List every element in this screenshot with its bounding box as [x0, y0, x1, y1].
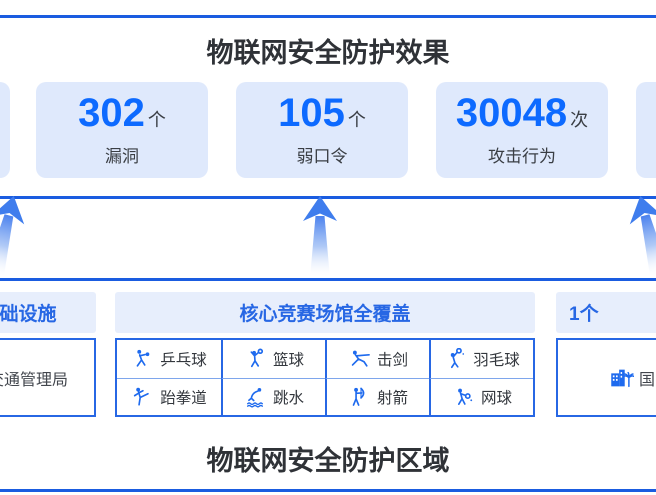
stat-card-partial-left: [0, 82, 10, 178]
venue-label: 射箭: [376, 389, 408, 407]
infrastructure-box: 交通管理局: [0, 338, 96, 417]
venue-cell-tennis: 网球: [429, 377, 533, 415]
stat-value-row: 105 个: [278, 93, 366, 133]
stat-value: 105: [278, 91, 345, 135]
stat-value-row: 30048 次: [456, 93, 588, 133]
venue-cell-basketball: 篮球: [221, 340, 325, 378]
stat-card-attacks: 30048 次 攻击行为: [436, 82, 608, 178]
zone-header-infrastructure: 础设施: [0, 292, 96, 333]
venue-label: 击剑: [376, 351, 408, 369]
stat-unit: 次: [570, 110, 589, 130]
stat-label: 漏洞: [105, 147, 139, 166]
venue-cell-table-tennis: 乒乓球: [117, 340, 221, 378]
stat-card-vulnerabilities: 302 个 漏洞: [36, 82, 208, 178]
taekwondo-icon: [131, 386, 153, 408]
up-arrow-left-icon: [0, 190, 35, 282]
stat-label: 弱口令: [296, 147, 348, 166]
venue-cell-badminton: 羽毛球: [429, 340, 533, 378]
venue-label: 篮球: [272, 351, 304, 369]
stat-card-weak-passwords: 105 个 弱口令: [236, 82, 408, 178]
fencing-icon: [348, 348, 370, 370]
venue-cell-diving: 跳水: [221, 377, 325, 415]
right-zone-label: 国: [639, 371, 656, 389]
middle-divider-line-bottom: [0, 278, 656, 281]
zone-title: 物联网安全防护区域: [206, 446, 450, 476]
venue-cell-taekwondo: 跆拳道: [117, 377, 221, 416]
venue-label: 乒乓球: [160, 351, 207, 369]
up-arrow-center-icon: [298, 195, 342, 279]
building-icon: [608, 365, 634, 391]
venues-table: 乒乓球 篮球 击剑 羽毛球 跆拳道: [115, 338, 535, 417]
stat-unit: 个: [147, 110, 166, 130]
bottom-divider-line: [0, 489, 656, 492]
stat-card-partial-right: [636, 82, 656, 178]
diving-icon: [244, 386, 266, 408]
venue-label: 跳水: [272, 389, 304, 407]
archery-icon: [348, 386, 370, 408]
venue-label: 羽毛球: [473, 351, 520, 369]
effect-title: 物联网安全防护效果: [206, 38, 450, 68]
stat-value-row: 302 个: [78, 93, 166, 133]
basketball-icon: [244, 348, 266, 370]
table-tennis-icon: [131, 348, 153, 370]
venue-cell-archery: 射箭: [325, 377, 429, 415]
stat-unit: 个: [347, 110, 366, 130]
stat-value: 30048: [455, 91, 568, 135]
venue-label: 网球: [480, 389, 512, 407]
up-arrow-right-icon: [619, 190, 656, 282]
zone-header-venues: 核心竞赛场馆全覆盖: [115, 292, 535, 333]
infrastructure-label: 交通管理局: [0, 371, 69, 389]
stat-value: 302: [78, 91, 145, 135]
stat-label: 攻击行为: [488, 147, 556, 166]
badminton-icon: [444, 347, 466, 370]
tennis-icon: [452, 386, 474, 408]
middle-divider-line-top: [0, 196, 656, 199]
venue-label: 跆拳道: [160, 389, 207, 407]
venue-cell-fencing: 击剑: [325, 340, 429, 378]
zone-header-right: 1个: [556, 292, 656, 333]
top-divider-line: [0, 15, 656, 18]
right-zone-box: 国: [556, 338, 656, 417]
